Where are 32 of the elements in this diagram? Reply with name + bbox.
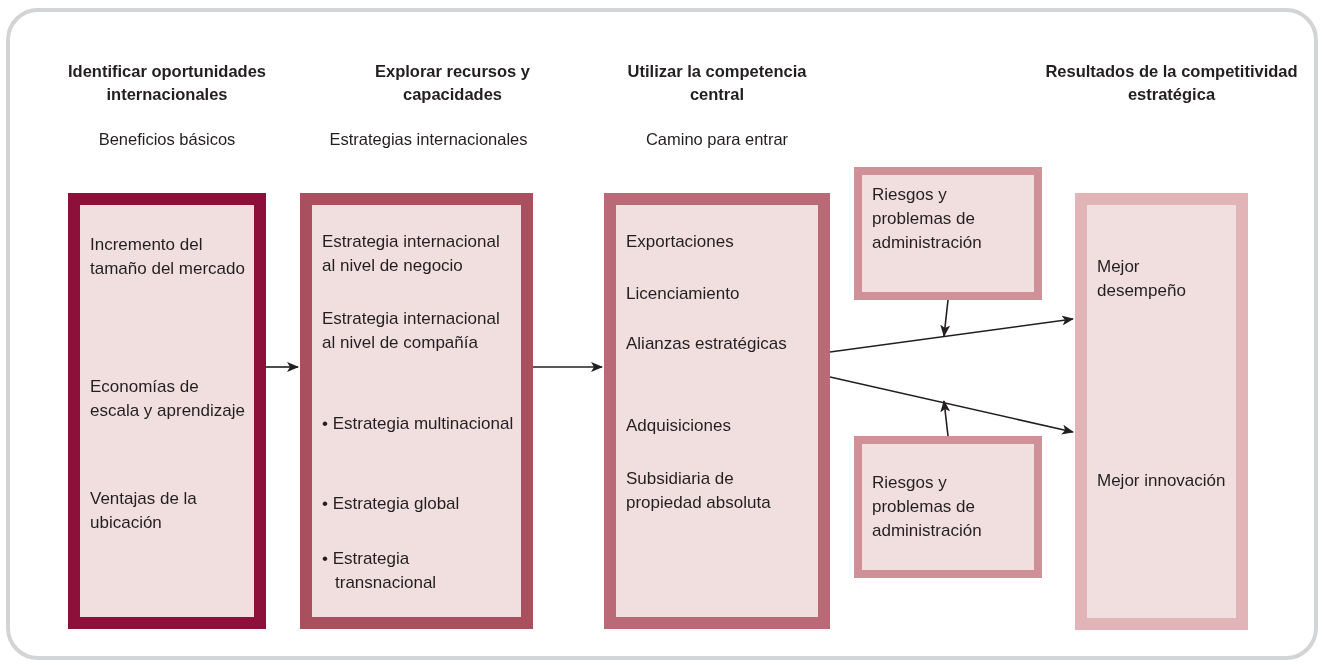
list-item: Riesgos y problemas de administración [872, 472, 983, 542]
column-heading: Identificar oportunidades internacionales [67, 61, 267, 105]
bullet-item: • Estrategia global [322, 493, 461, 515]
arrow [829, 376, 1074, 435]
risk-box [854, 167, 1042, 300]
list-item: Adquisiciones [626, 415, 732, 437]
column-heading: Utilizar la competencia central [626, 61, 808, 105]
list-item: Licenciamiento [626, 283, 741, 305]
arrow [940, 299, 951, 337]
list-item: Mejor innovación [1097, 470, 1227, 492]
arrow [265, 362, 299, 372]
arrow [532, 362, 603, 372]
list-item: Mejor desempeño [1097, 256, 1187, 302]
risk-box [854, 436, 1042, 578]
list-item: Riesgos y problemas de administración [872, 184, 983, 254]
arrow [829, 315, 1074, 353]
list-item: Economías de escala y aprendizaje [90, 376, 246, 422]
list-item: Estrategia internacional al nivel de negocio [322, 231, 501, 277]
column-heading: Resultados de la competitividad estratégica [1044, 61, 1299, 105]
bullet-item: • Estrategia multinacional [322, 413, 515, 435]
column-subheading: Beneficios básicos [97, 129, 237, 150]
list-item: Estrategia internacional al nivel de compañía [322, 308, 501, 354]
list-item: Ventajas de la ubicación [90, 488, 198, 534]
list-item: Exportaciones [626, 231, 735, 253]
column-subheading: Estrategias internacionales [328, 129, 529, 150]
arrow [940, 400, 951, 437]
list-item: Subsidiaria de propiedad absoluta [626, 468, 772, 514]
bullet-item: • Estrategia transnacional [322, 548, 438, 594]
list-item: Alianzas estratégicas [626, 333, 788, 355]
column-subheading: Camino para entrar [644, 129, 790, 150]
column-heading: Explorar recursos y capacidades [374, 61, 531, 105]
list-item: Incremento del tamaño del mercado [90, 234, 246, 280]
